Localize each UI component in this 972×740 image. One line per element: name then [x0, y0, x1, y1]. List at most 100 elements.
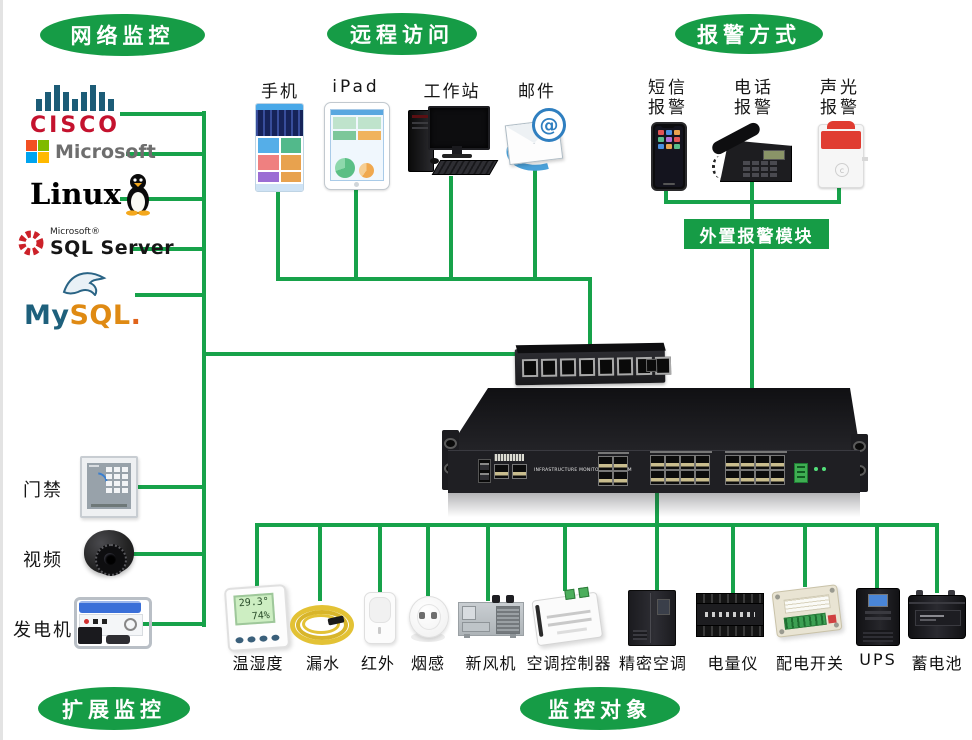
badge-monitored-objects: 监控对象 [520, 687, 680, 730]
distribution-switch-icon [771, 582, 843, 640]
external-alarm-module-box: 外置报警模块 [684, 219, 829, 249]
label-sms-line1: 短信 [648, 78, 688, 98]
link-light-alarm [837, 186, 841, 202]
cisco-logo: CISCO [28, 85, 122, 138]
badge-extended-label: 扩展监控 [62, 697, 166, 722]
drop-meter [731, 523, 735, 594]
telephone-icon [709, 120, 792, 182]
label-generator: 发电机 [13, 620, 73, 641]
remote-bus-line [276, 277, 592, 281]
label-temp-humidity: 温湿度 [232, 654, 284, 673]
module-to-rack-line [750, 248, 754, 389]
label-tel-line1: 电话 [734, 78, 774, 98]
ac-controller-icon [531, 586, 604, 647]
drop-temp [255, 523, 259, 587]
link-access [133, 485, 204, 489]
tux-penguin-icon [125, 174, 150, 216]
smoke-detector-icon [408, 594, 449, 646]
status-leds [814, 467, 826, 471]
badge-alarm-label: 报警方式 [697, 23, 801, 47]
label-sms-alarm: 短信 报警 [638, 78, 698, 118]
label-ac-controller: 空调控制器 [526, 654, 612, 673]
port-group-8a [650, 455, 710, 485]
link-phone [276, 188, 280, 279]
link-workstation [449, 176, 453, 279]
microsoft-squares-icon [26, 140, 49, 163]
left-edge-strip [0, 0, 3, 740]
badge-remote-access: 远程访问 [327, 13, 477, 55]
badge-remote-label: 远程访问 [350, 23, 454, 47]
label-leak: 漏水 [305, 654, 340, 673]
linux-text: Linux [30, 177, 121, 211]
label-video: 视频 [23, 550, 63, 571]
link-mysql [135, 293, 204, 297]
battery-icon [908, 590, 966, 639]
precision-ac-icon [628, 590, 676, 646]
infrared-sensor-icon [364, 592, 396, 644]
label-ipad: iPad [332, 77, 380, 97]
thermo-buttons [235, 634, 280, 644]
badge-alarm-methods: 报警方式 [675, 14, 823, 54]
mysql-logo: MySQL. [24, 266, 141, 331]
email-icon: @ [504, 108, 566, 174]
at-sign-text: @ [539, 114, 559, 136]
drop-fan [486, 523, 490, 601]
mysql-my-text: My [24, 300, 70, 331]
port-group-8b [725, 455, 785, 485]
label-infrared: 红外 [360, 654, 395, 673]
link-video [131, 552, 204, 556]
temp-humidity-sensor-icon: 29.3° 74% [223, 583, 291, 653]
bus-to-switch-line [588, 277, 592, 348]
mysql-dot-text: . [130, 300, 142, 331]
mysql-text: MySQL. [24, 300, 141, 331]
fresh-air-unit-icon [458, 595, 524, 638]
label-light-alarm: 声光 报警 [810, 78, 870, 118]
ups-icon [856, 588, 900, 646]
label-tel-alarm: 电话 报警 [724, 78, 784, 118]
sqlserver-text: SQL Server [50, 237, 175, 259]
label-ups: UPS [859, 650, 897, 669]
rack-sticker [494, 454, 524, 461]
rack-title-text: INFRASTRUCTURE MONITORING SYSTEM [534, 467, 632, 472]
label-fresh-air: 新风机 [465, 654, 517, 673]
badge-network-label: 网络监控 [70, 24, 175, 48]
link-microsoft [126, 152, 204, 156]
link-cisco [120, 112, 204, 116]
label-workstation: 工作站 [423, 82, 481, 102]
keypad-grid [106, 467, 128, 493]
label-precision-ac: 精密空调 [618, 654, 687, 673]
ipad-icon [324, 102, 390, 190]
siren-icon: c [818, 121, 868, 188]
access-switch [514, 342, 672, 386]
label-light-line1: 声光 [820, 78, 860, 98]
linux-logo: Linux [30, 172, 153, 216]
cisco-text: CISCO [29, 113, 121, 138]
sqlserver-brand-text: Microsoft® [50, 227, 100, 237]
badge-extended-monitoring: 扩展监控 [38, 687, 190, 730]
label-power-meter: 电量仪 [707, 654, 759, 673]
thermo-humidity-value: 74% [251, 610, 271, 623]
alarm-bus-to-module-line [750, 200, 754, 222]
usb-ports-icon [478, 459, 491, 483]
rack-front-panel: INFRASTRUCTURE MONITORING SYSTEM [448, 450, 860, 493]
microsoft-logo: Microsoft [26, 140, 156, 163]
lan-ports [494, 464, 527, 479]
rack-reflection [448, 493, 860, 517]
mysql-dolphin-icon [62, 272, 107, 297]
label-smoke: 烟感 [410, 654, 445, 673]
cisco-bars-icon [28, 85, 122, 111]
label-email: 邮件 [518, 82, 556, 102]
drop-pac [655, 523, 659, 591]
trunk-to-switch-line [202, 352, 517, 356]
rack-to-bottom-bus-line [655, 490, 659, 524]
workstation-icon [408, 106, 499, 178]
drop-dswitch [803, 523, 807, 587]
sms-phone-icon [651, 122, 687, 191]
power-meter-icon [696, 593, 764, 637]
link-ipad [354, 186, 358, 279]
drop-ups [875, 523, 879, 588]
dome-camera-icon [84, 530, 134, 578]
label-access-control: 门禁 [23, 480, 63, 501]
drop-leak [318, 523, 322, 601]
